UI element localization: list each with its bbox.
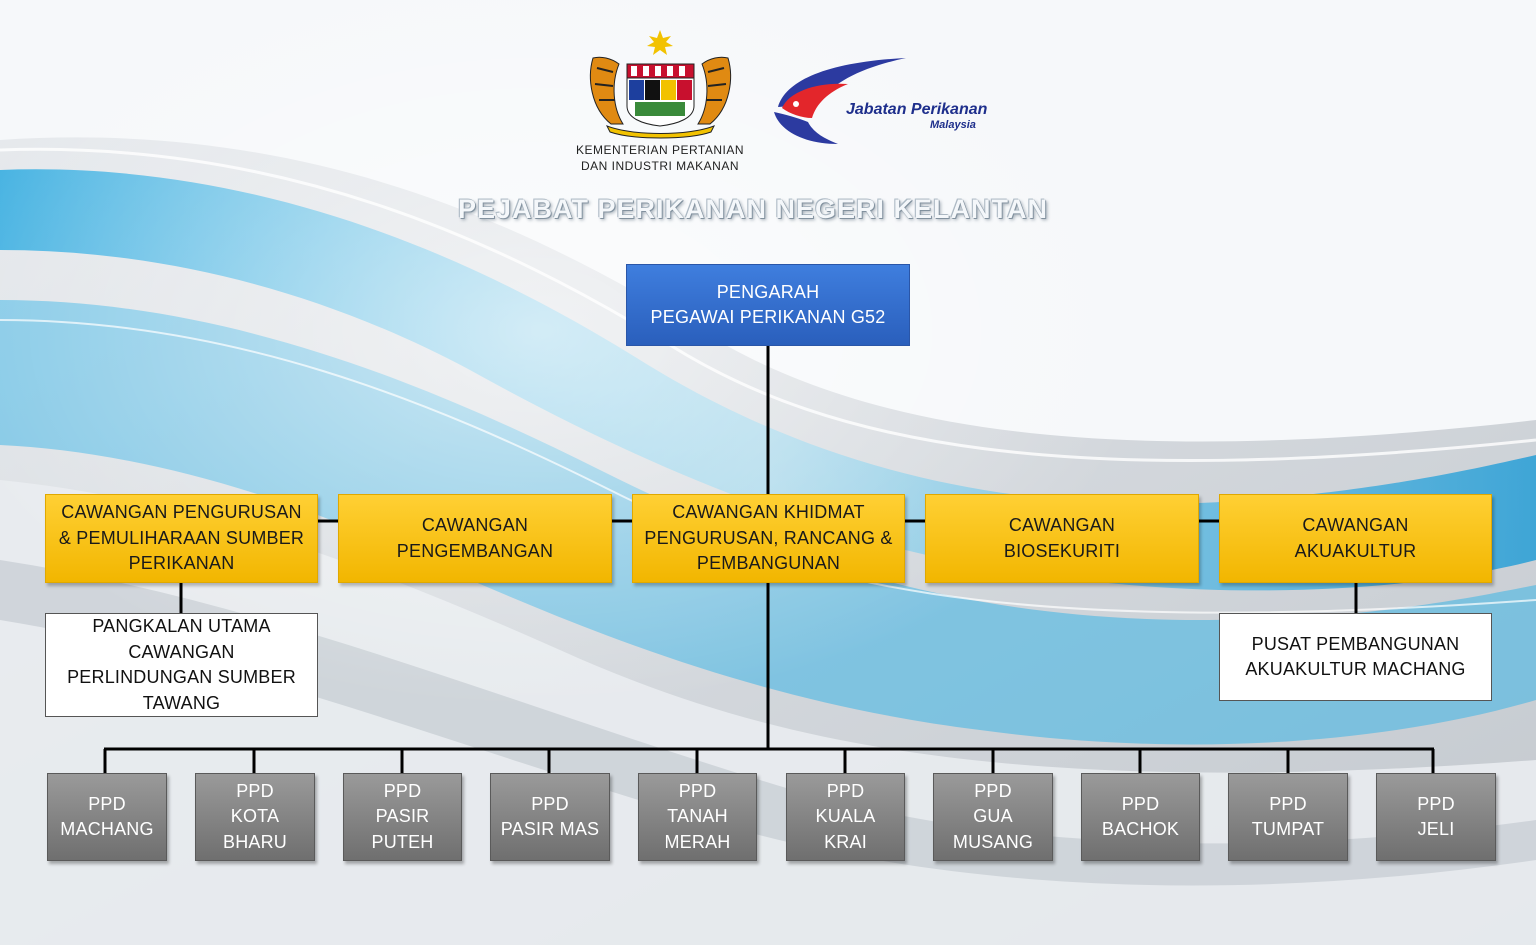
ppd-line: PPD <box>826 780 865 801</box>
branch-aquaculture: CAWANGAN AKUAKULTUR <box>1219 494 1492 583</box>
ppd-line: BHARU <box>222 831 287 852</box>
ppd-line: TANAH <box>667 806 728 827</box>
ppd-line: PASIR <box>375 806 430 827</box>
branch-line: PERIKANAN <box>128 553 235 574</box>
ppd-line: KUALA <box>815 806 876 827</box>
ppd-tumpat: PPD TUMPAT <box>1228 773 1348 861</box>
branch-line: PEMBANGUNAN <box>696 553 841 574</box>
branch-line: CAWANGAN PENGURUSAN <box>61 502 302 523</box>
sub-unit-line: PERLINDUNGAN SUMBER <box>67 667 296 687</box>
branch-extension: CAWANGAN PENGEMBANGAN <box>338 494 612 583</box>
ppd-line: MUSANG <box>952 831 1034 852</box>
branch-line: PENGURUSAN, RANCANG & <box>644 527 893 548</box>
branch-line: AKUAKULTUR <box>1294 540 1417 561</box>
branch-management-services: CAWANGAN KHIDMAT PENGURUSAN, RANCANG & P… <box>632 494 905 583</box>
ppd-bachok: PPD BACHOK <box>1081 773 1200 861</box>
fish-logo-icon <box>774 58 906 144</box>
branch-line: CAWANGAN KHIDMAT <box>672 502 865 523</box>
coat-of-arms-icon <box>590 30 731 139</box>
sub-unit-line: TAWANG <box>142 692 221 713</box>
sub-unit-line: CAWANGAN <box>128 641 235 662</box>
ppd-kota-bharu: PPD KOTA BHARU <box>195 773 315 861</box>
director-line: PENGARAH <box>716 281 820 302</box>
page-title: PEJABAT PERIKANAN NEGERI KELANTAN <box>457 194 1049 224</box>
ppd-line: PPD <box>1121 793 1160 814</box>
branch-line: & PEMULIHARAAN SUMBER <box>58 527 305 548</box>
ministry-name-line: DAN INDUSTRI MAKANAN <box>580 159 739 173</box>
department-country: Malaysia <box>930 119 976 131</box>
branch-line: PENGEMBANGAN <box>396 540 554 561</box>
ppd-line: PUTEH <box>371 831 434 852</box>
ppd-gua-musang: PPD GUA MUSANG <box>933 773 1053 861</box>
ppd-pasir-mas: PPD PASIR MAS <box>490 773 610 861</box>
ppd-line: PPD <box>1269 793 1307 814</box>
ppd-line: KOTA <box>230 806 280 827</box>
ppd-line: JELI <box>1417 819 1455 839</box>
ppd-line: PASIR MAS <box>500 819 600 839</box>
ppd-line: MERAH <box>664 831 731 852</box>
ppd-line: PPD <box>678 780 717 801</box>
ppd-pasir-puteh: PPD PASIR PUTEH <box>343 773 462 861</box>
branch-line: CAWANGAN <box>421 515 529 535</box>
ppd-line: BACHOK <box>1101 819 1180 839</box>
ministry-name-line: KEMENTERIAN PERTANIAN <box>575 143 745 157</box>
ppd-kuala-krai: PPD KUALA KRAI <box>786 773 905 861</box>
ppd-line: PPD <box>531 793 569 814</box>
sub-unit-line: PUSAT PEMBANGUNAN <box>1251 633 1460 654</box>
ppd-line: TUMPAT <box>1251 819 1325 839</box>
director-box: PENGARAH PEGAWAI PERIKANAN G52 <box>626 264 910 346</box>
branch-line: CAWANGAN <box>1302 515 1409 535</box>
branch-biosecurity: CAWANGAN BIOSEKURITI <box>925 494 1199 583</box>
ppd-line: PPD <box>974 780 1012 801</box>
ppd-line: KRAI <box>824 831 867 852</box>
sub-unit-tawang: PANGKALAN UTAMA CAWANGAN PERLINDUNGAN SU… <box>45 613 318 717</box>
branch-resource-management: CAWANGAN PENGURUSAN & PEMULIHARAAN SUMBE… <box>45 494 318 583</box>
ppd-line: PPD <box>1417 793 1455 814</box>
sub-unit-line: PANGKALAN UTAMA <box>92 616 271 636</box>
ppd-line: MACHANG <box>60 819 154 839</box>
branch-line: BIOSEKURITI <box>1003 540 1121 561</box>
department-name: Jabatan Perikanan <box>846 101 988 118</box>
ppd-line: PPD <box>383 780 422 801</box>
ppd-line: GUA <box>973 806 1013 827</box>
sub-unit-machang-aquaculture: PUSAT PEMBANGUNAN AKUAKULTUR MACHANG <box>1219 613 1492 701</box>
sub-unit-line: AKUAKULTUR MACHANG <box>1245 659 1466 679</box>
ppd-line: PPD <box>236 780 274 801</box>
ppd-jeli: PPD JELI <box>1376 773 1496 861</box>
director-line: PEGAWAI PERIKANAN G52 <box>650 307 886 327</box>
branch-line: CAWANGAN <box>1008 515 1116 535</box>
ppd-tanah-merah: PPD TANAH MERAH <box>638 773 757 861</box>
ministry-name: KEMENTERIAN PERTANIAN DAN INDUSTRI MAKAN… <box>560 142 760 174</box>
ppd-machang: PPD MACHANG <box>47 773 167 861</box>
ppd-line: PPD <box>88 793 126 814</box>
